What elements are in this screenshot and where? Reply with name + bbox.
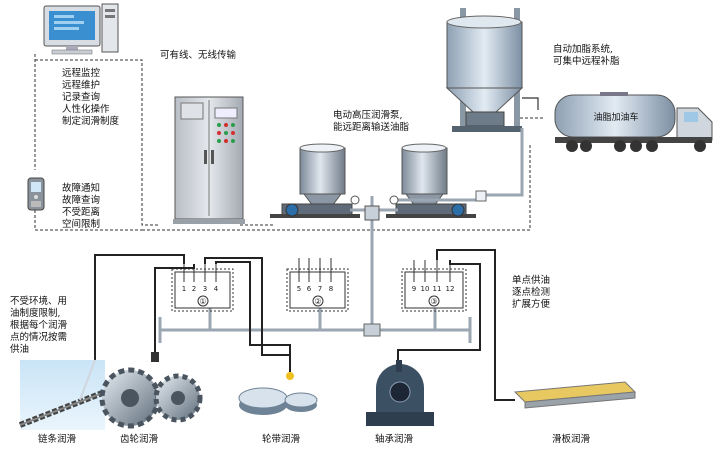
- pressure-gauges: [350, 195, 399, 221]
- pump-label: 电动高压润滑泵, 能远距离输送油脂: [333, 110, 409, 134]
- port-12: 12: [446, 285, 455, 293]
- computer-function-5: 制定润滑制度: [62, 116, 120, 127]
- computer-function-1: 远程监控: [62, 68, 101, 79]
- computer-functions-label: 远程监控 远程维护 记录查询 人性化操作 制定润滑制度: [62, 68, 119, 128]
- phone-functions-label: 故障通知 故障查询 不受距离 空间限制: [62, 183, 100, 231]
- phone-function-4: 空间限制: [62, 219, 101, 230]
- port-7: 7: [318, 285, 322, 293]
- phone-function-2: 故障查询: [62, 195, 101, 206]
- pump-label-line-1: 电动高压润滑泵,: [333, 110, 403, 121]
- transmission-label: 可有线、无线传输: [160, 50, 237, 61]
- chain-lubrication-image: [18, 359, 107, 430]
- feed-lines: [94, 249, 515, 401]
- auto-fill-label: 自动加脂系统, 可集中远程补脂: [553, 44, 620, 68]
- bearing-lubrication-caption: 轴承润滑: [375, 434, 414, 445]
- phone-function-1: 故障通知: [62, 183, 101, 194]
- gear-lubrication-image: [99, 352, 203, 429]
- distributor-1: 1 2 3 4 ①: [171, 264, 234, 312]
- tank-to-pump-pipe: [486, 128, 524, 197]
- distributor-id-1: ①: [199, 297, 206, 306]
- slide-lubrication-caption: 滑板润滑: [552, 434, 591, 445]
- slide-plate-lubrication-image: [513, 381, 637, 409]
- env-note-3: 根据每个润滑: [10, 320, 68, 331]
- port-4: 4: [214, 285, 219, 293]
- port-8: 8: [329, 285, 333, 293]
- tanker-label: 油脂加油车: [593, 111, 638, 123]
- mobile-phone: [27, 177, 45, 211]
- env-note-4: 点的情况按需: [10, 332, 68, 343]
- computer-function-3: 记录查询: [62, 92, 101, 103]
- single-point-label: 单点供油 逐点检测 扩展方便: [512, 275, 550, 311]
- single-point-3: 扩展方便: [512, 299, 551, 310]
- port-1: 1: [182, 285, 186, 293]
- port-9: 9: [412, 285, 416, 293]
- port-6: 6: [307, 285, 312, 293]
- port-2: 2: [192, 285, 196, 293]
- distributor-3: 9 10 11 12 ③: [401, 260, 467, 312]
- computer-terminal: [43, 3, 119, 55]
- filter-valve: [475, 190, 487, 202]
- env-note-2: 油制度限制,: [10, 308, 61, 319]
- pump-label-line-2: 能远距离输送油脂: [333, 122, 410, 133]
- gear-lubrication-caption: 齿轮润滑: [120, 434, 159, 445]
- distributor-2: 5 6 7 8 ②: [286, 258, 349, 312]
- bearing-lubrication-image: [366, 360, 434, 426]
- chain-lubrication-caption: 链条润滑: [38, 434, 77, 445]
- tank-feed-pipe: [522, 97, 539, 110]
- single-point-1: 单点供油: [512, 275, 551, 286]
- single-point-2: 逐点检测: [512, 287, 551, 298]
- belt-wheel-lubrication-image: [238, 372, 318, 415]
- main-header-pipe: [158, 308, 472, 343]
- phone-function-3: 不受距离: [62, 207, 101, 218]
- grease-tanker-truck: 油脂加油车: [554, 92, 713, 152]
- env-note-5: 供油: [10, 344, 30, 355]
- port-11: 11: [433, 285, 442, 293]
- distributor-id-3: ③: [430, 297, 437, 306]
- computer-function-4: 人性化操作: [62, 104, 110, 115]
- port-5: 5: [297, 285, 301, 293]
- grease-pump-right: [386, 143, 476, 218]
- header-tee: [363, 323, 381, 337]
- dashed-signal-lines: [34, 54, 545, 231]
- port-10: 10: [421, 285, 430, 293]
- grease-pump-left: [270, 143, 360, 218]
- auto-fill-line-1: 自动加脂系统,: [553, 44, 614, 55]
- computer-function-2: 远程维护: [62, 80, 101, 91]
- bulk-grease-tank: [445, 8, 524, 132]
- env-note-1: 不受环境、用: [10, 296, 68, 307]
- distributor-id-2: ②: [314, 297, 321, 306]
- auto-fill-line-2: 可集中远程补脂: [553, 56, 620, 67]
- port-3: 3: [203, 285, 207, 293]
- control-cabinet: [173, 96, 245, 224]
- environment-note-label: 不受环境、用 油制度限制, 根据每个润滑 点的情况按需 供油: [10, 296, 67, 356]
- belt-lubrication-caption: 轮带润滑: [262, 434, 301, 445]
